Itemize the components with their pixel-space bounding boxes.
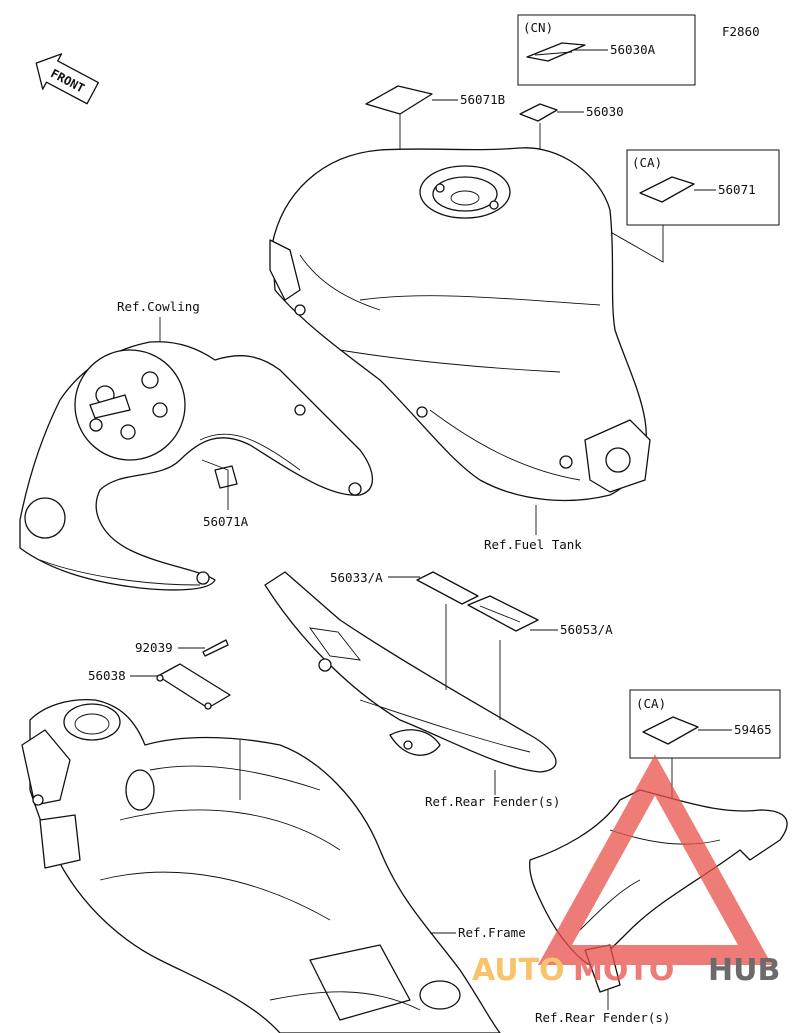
part-92039: 92039 — [135, 640, 173, 655]
cowling: Ref.Cowling 56071A — [19, 299, 374, 591]
rear-fender-lower: Ref.Rear Fender(s) — [529, 789, 788, 1025]
watermark: AUTO MOTO HUB — [472, 754, 780, 988]
watermark-part3: HUB — [708, 953, 780, 988]
part-56030: 56030 — [586, 104, 624, 119]
region-tag-ca-upper: (CA) — [632, 155, 662, 170]
part-56033A: 56033/A — [330, 570, 383, 585]
strap-parts: 92039 56038 — [88, 639, 231, 710]
part-56071A: 56071A — [203, 514, 249, 529]
figure-code: F2860 — [722, 24, 760, 39]
region-tag-ca-lower: (CA) — [636, 696, 666, 711]
part-56053A: 56053/A — [560, 622, 613, 637]
fuel-tank: Ref.Fuel Tank — [269, 147, 651, 552]
ref-rear-fender-lower: Ref.Rear Fender(s) — [535, 1010, 670, 1025]
ref-fuel-tank: Ref.Fuel Tank — [484, 537, 582, 552]
label-56071A-shape — [214, 465, 238, 489]
label-56030A-shape — [526, 42, 586, 62]
frame: Ref.Frame — [21, 699, 526, 1033]
ca-region-box-lower: (CA) 59465 — [629, 689, 781, 842]
ca-region-box-upper: (CA) 56071 — [571, 149, 780, 304]
ref-frame: Ref.Frame — [458, 925, 526, 940]
front-arrow-icon: FRONT — [35, 53, 100, 105]
rear-fender-upper: 56033/A 56053/A Ref.Rear Fender(s) — [264, 570, 613, 809]
part-56071B: 56071B — [460, 92, 505, 107]
part-59465: 59465 — [734, 722, 772, 737]
watermark-part1: AUTO — [472, 953, 565, 988]
watermark-triangle-icon — [538, 754, 772, 965]
label-56071B: 56071B — [365, 85, 505, 206]
part-56030A: 56030A — [610, 42, 656, 57]
ref-rear-fender-upper: Ref.Rear Fender(s) — [425, 794, 560, 809]
region-tag-cn: (CN) — [523, 20, 553, 35]
cn-region-box: (CN) 56030A — [517, 14, 696, 86]
part-56071: 56071 — [718, 182, 756, 197]
watermark-part2: MOTO — [573, 953, 674, 988]
part-56038: 56038 — [88, 668, 126, 683]
ref-cowling: Ref.Cowling — [117, 299, 200, 314]
